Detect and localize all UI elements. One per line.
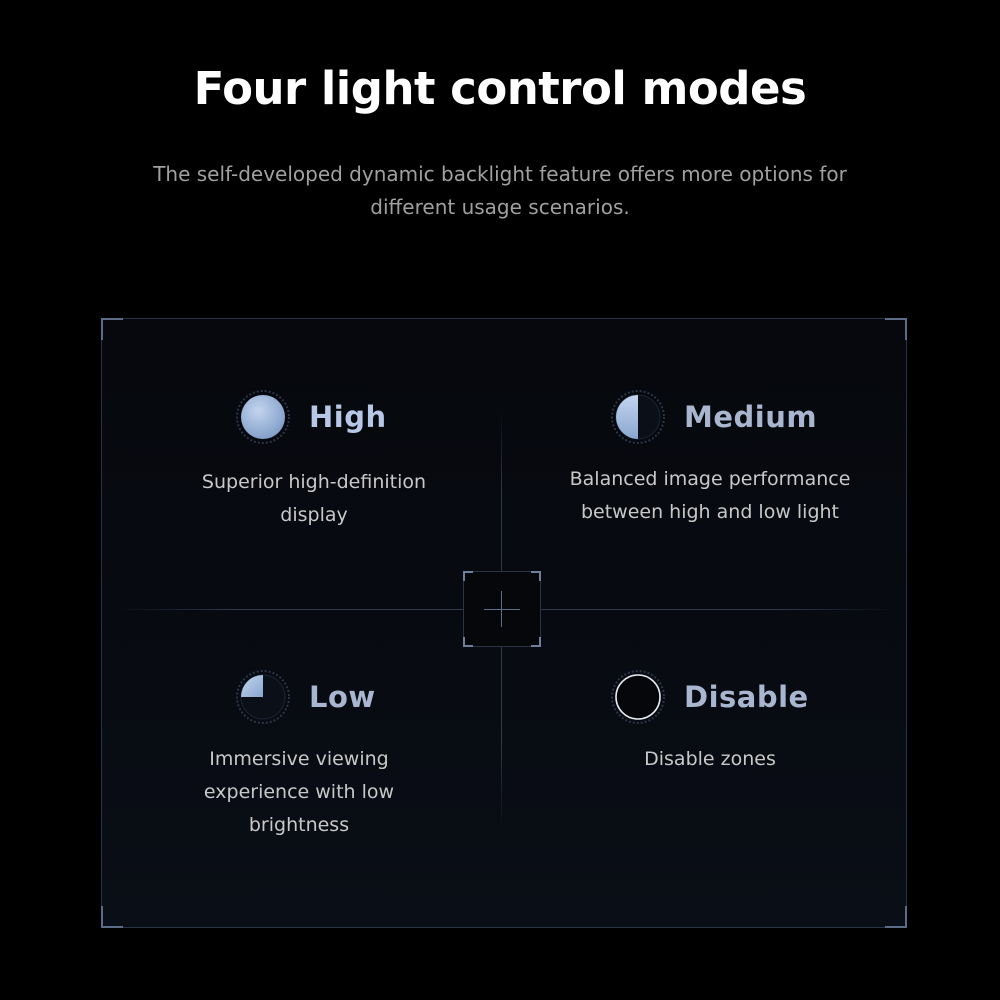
full-circle-icon: [236, 390, 290, 444]
page-title: Four light control modes: [193, 62, 807, 115]
frame-corner-bottom-right: [885, 906, 907, 928]
mode-description: Disable zones: [644, 748, 776, 770]
frame-corner-top-left: [101, 318, 123, 340]
mode-description: Immersive viewing experience with low br…: [203, 748, 395, 836]
mode-low: Low: [235, 669, 376, 725]
crosshair-corner: [463, 571, 473, 581]
frame-corner-top-right: [885, 318, 907, 340]
mode-label: Disable: [684, 680, 809, 714]
page-subtitle: The self-developed dynamic backlight fea…: [153, 162, 847, 219]
mode-label: High: [309, 400, 387, 434]
crosshair-corner: [531, 571, 541, 581]
mode-high: High: [235, 389, 387, 445]
mode-description: Balanced image performance between high …: [569, 468, 851, 523]
center-crosshair: [463, 571, 541, 647]
crosshair-corner: [463, 637, 473, 647]
crosshair-corner: [531, 637, 541, 647]
half-circle-icon: [611, 390, 665, 444]
frame-corner-bottom-left: [101, 906, 123, 928]
modes-panel: High Superior high-definition display Me…: [101, 318, 907, 928]
crosshair-vertical: [501, 591, 502, 627]
crosshair-horizontal: [484, 609, 520, 610]
mode-medium: Medium: [610, 389, 817, 445]
mode-disable: Disable: [610, 669, 809, 725]
empty-circle-icon: [611, 670, 665, 724]
mode-label: Low: [309, 680, 376, 714]
quarter-circle-icon: [236, 670, 290, 724]
mode-label: Medium: [684, 400, 818, 434]
mode-description: Superior high-definition display: [201, 471, 427, 526]
